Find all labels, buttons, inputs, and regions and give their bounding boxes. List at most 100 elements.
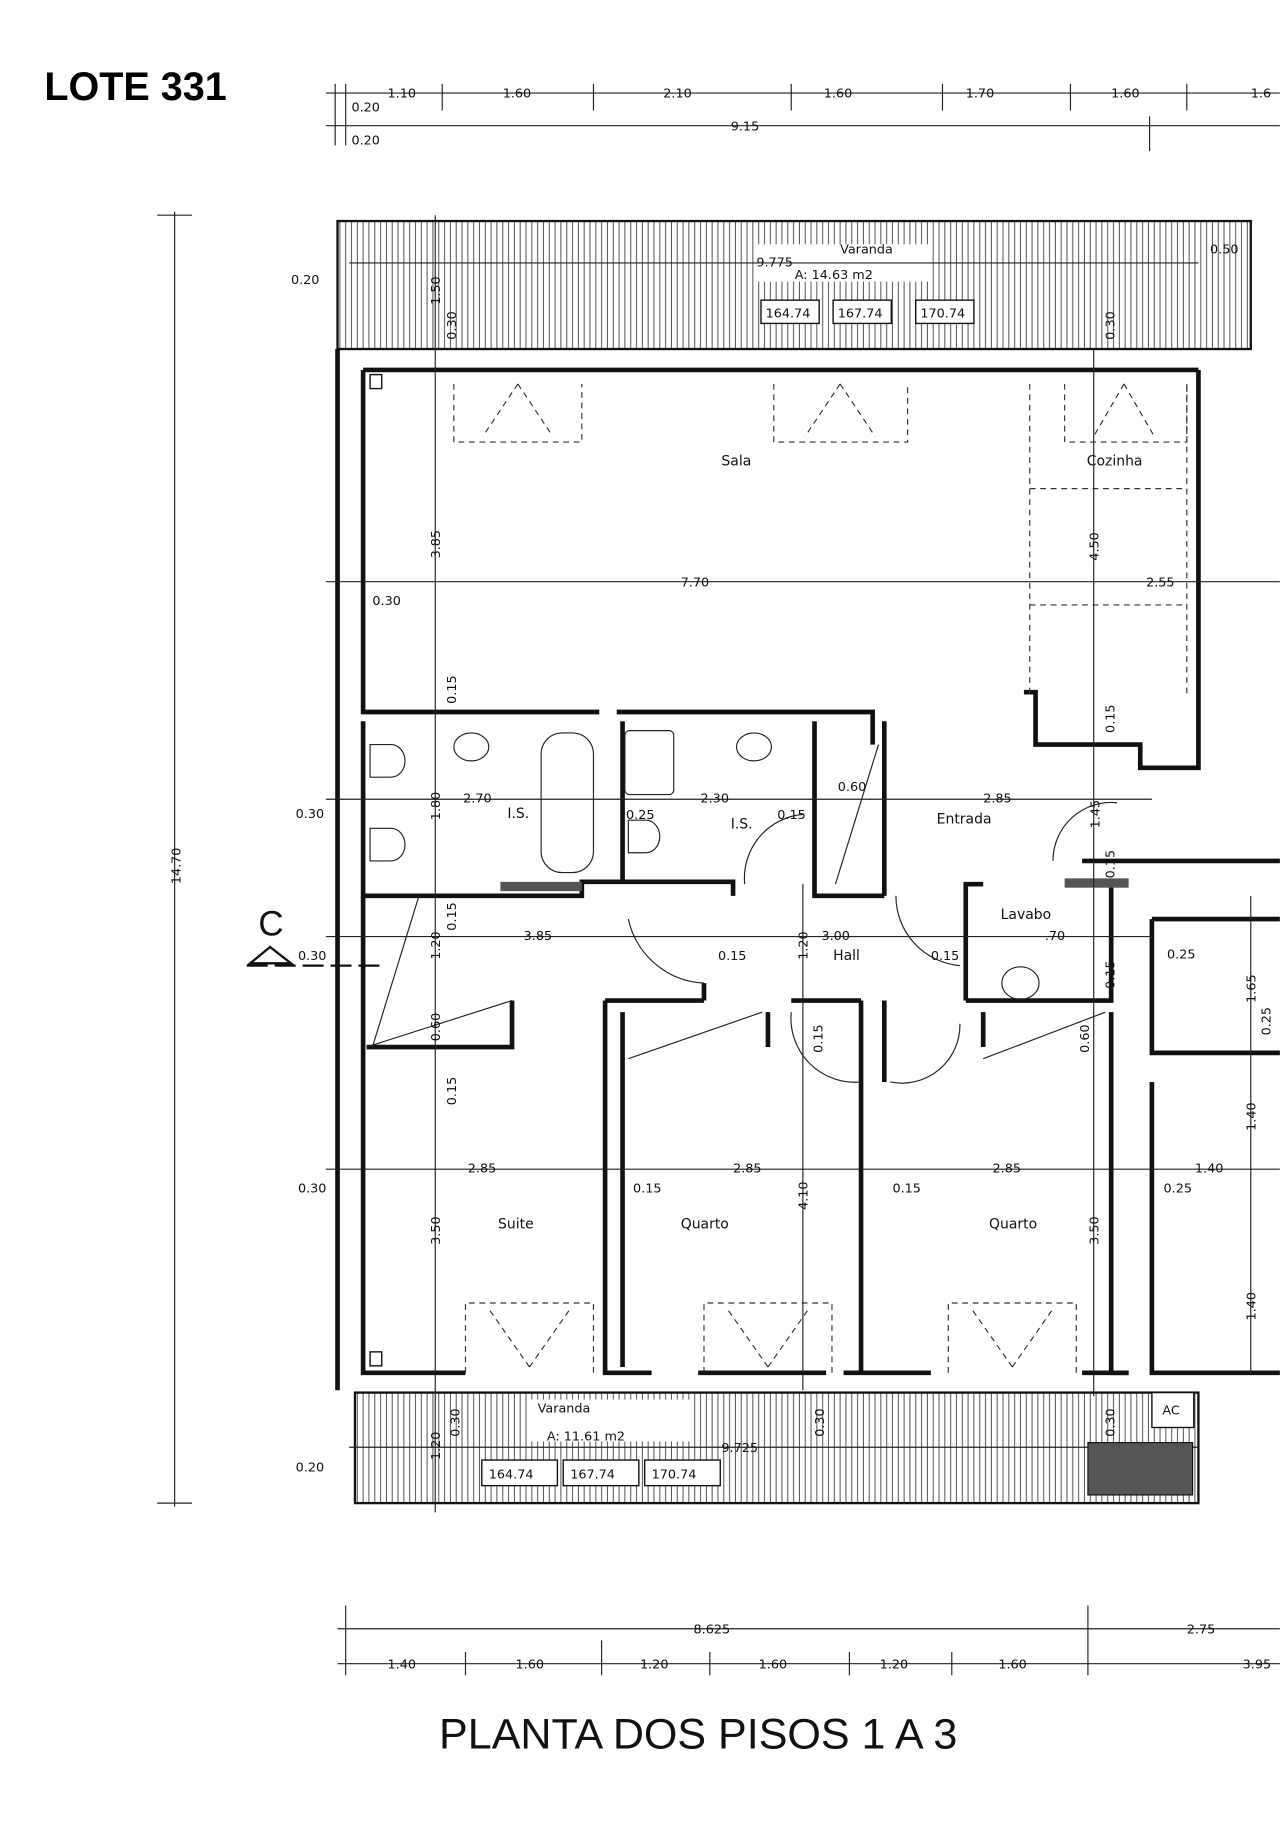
dim-label: 1.40 (1244, 1102, 1259, 1130)
room-quarto-2: Quarto (989, 1217, 1037, 1233)
dim-label: 0.60 (1078, 1024, 1093, 1052)
dim-label: 1.20 (880, 1657, 908, 1672)
dim-label: 2.85 (468, 1162, 496, 1177)
dim-label: 2.85 (993, 1162, 1021, 1177)
dim-label: 0.15 (1104, 704, 1119, 732)
dim-label: 1.20 (640, 1657, 668, 1672)
varanda-bottom: Varanda A: 11.61 m2 9.725 164.74 167.74 … (349, 1391, 1200, 1505)
dim-label: 3.50 (429, 1216, 444, 1244)
dim-label: Varanda (538, 1401, 591, 1416)
dim-label: 0.25 (1164, 1181, 1192, 1196)
dim-label: A: 11.61 m2 (547, 1429, 625, 1444)
dim-label: 0.60 (838, 780, 866, 795)
top-dimensions: 1.10 1.60 2.10 1.60 1.70 1.60 1.6 0.20 9… (325, 83, 1280, 152)
dim-label: 1.40 (388, 1657, 416, 1672)
dim-label: 1.65 (1244, 974, 1259, 1002)
dim-label: 0.30 (813, 1408, 828, 1436)
walls (335, 349, 1280, 1391)
dim-label: 0.60 (429, 1013, 444, 1041)
room-entrada: Entrada (937, 812, 992, 828)
dim-label: .70 (1045, 929, 1065, 944)
dim-label: 0.20 (351, 101, 379, 116)
dim-label: 170.74 (652, 1468, 697, 1483)
dim-label: 0.25 (1260, 1007, 1275, 1035)
room-labels: Sala Cozinha I.S. I.S. Entrada Hall Lava… (498, 453, 1142, 1232)
dim-label: 0.15 (777, 808, 805, 823)
dim-label: 1.40 (1195, 1162, 1223, 1177)
dim-label: 9.725 (721, 1441, 758, 1456)
bottom-dimensions: 8.625 2.75 1.40 1.60 1.20 1.60 1.20 1.60… (337, 1605, 1280, 1676)
dim-label: 0.15 (445, 1077, 460, 1105)
dim-label: 1.60 (516, 1657, 544, 1672)
dim-label: 0.30 (449, 1408, 464, 1436)
dim-label: 7.70 (681, 575, 709, 590)
dim-label: 1.70 (966, 87, 994, 102)
dim-label: 0.20 (351, 133, 379, 148)
dim-label: 167.74 (570, 1468, 615, 1483)
dim-label: 14.70 (169, 848, 184, 885)
dimension-labels: 0.20 1.50 0.30 0.30 0.50 7.70 2.55 0.30 … (291, 243, 1275, 1476)
room-sala: Sala (721, 453, 751, 469)
dim-label: 1.20 (429, 1432, 444, 1460)
dim-label: 0.30 (372, 594, 400, 609)
dim-label: 0.30 (296, 807, 324, 822)
dim-label: 1.50 (429, 276, 444, 304)
lot-title: LOTE 331 (44, 65, 226, 109)
dim-label: 1.20 (429, 931, 444, 959)
dim-label: 1.40 (1244, 1292, 1259, 1320)
dimension-lines (325, 215, 1280, 1513)
dim-label: 3.85 (524, 929, 552, 944)
dim-label: 170.74 (920, 307, 965, 322)
dim-label: 1.60 (1111, 87, 1139, 102)
dim-label: 2.10 (663, 87, 691, 102)
plan-caption: PLANTA DOS PISOS 1 A 3 (439, 1711, 957, 1759)
dim-label: 2.85 (733, 1162, 761, 1177)
dim-label: 0.15 (1104, 960, 1119, 988)
dim-label: 0.20 (291, 273, 319, 288)
dim-label: 4.10 (797, 1181, 812, 1209)
dim-label: 4.50 (1087, 532, 1102, 560)
height-dimension: 14.70 (157, 211, 193, 1507)
dim-label: 0.30 (445, 311, 460, 339)
room-hall: Hall (833, 948, 860, 964)
dim-label: 0.30 (298, 1181, 326, 1196)
dim-label: 0.15 (445, 675, 460, 703)
dim-label: 0.50 (1210, 243, 1238, 258)
dim-label: 9.15 (731, 119, 759, 134)
room-is-1: I.S. (507, 806, 529, 822)
dim-label: 164.74 (489, 1468, 534, 1483)
dim-label: AC (1162, 1404, 1180, 1419)
dim-label: 1.10 (388, 87, 416, 102)
dim-label: 2.30 (700, 792, 728, 807)
dim-label: 2.85 (983, 792, 1011, 807)
dim-label: 0.15 (633, 1181, 661, 1196)
room-is-2: I.S. (731, 816, 753, 832)
dim-label: 1.45 (1089, 800, 1104, 828)
dim-label: 0.15 (718, 949, 746, 964)
dim-label: 3.50 (1087, 1216, 1102, 1244)
dim-label: 0.15 (1104, 850, 1119, 878)
dim-label: 1.6 (1251, 87, 1271, 102)
dim-label: 0.15 (445, 902, 460, 930)
fixtures (366, 383, 1188, 1373)
dim-label: 0.20 (296, 1461, 324, 1476)
dim-label: 3.95 (1243, 1657, 1271, 1672)
dim-label: 3.85 (429, 530, 444, 558)
dim-label: 0.30 (1104, 311, 1119, 339)
room-cozinha: Cozinha (1087, 453, 1143, 469)
room-lavabo: Lavabo (1001, 907, 1052, 923)
dim-label: 2.55 (1146, 575, 1174, 590)
dim-label: 8.625 (694, 1622, 731, 1637)
dim-label: 164.74 (766, 307, 811, 322)
dim-label: 1.60 (824, 87, 852, 102)
dim-label: Varanda (840, 243, 893, 258)
dim-label: 1.80 (429, 792, 444, 820)
room-quarto-1: Quarto (681, 1217, 729, 1233)
room-suite: Suite (498, 1217, 534, 1233)
dim-label: 0.25 (1167, 948, 1195, 963)
dim-label: 2.70 (463, 792, 491, 807)
varanda-top: Varanda 9.775 A: 14.63 m2 164.74 167.74 … (336, 219, 1252, 351)
dim-label: 2.75 (1187, 1622, 1215, 1637)
dim-label: A: 14.63 m2 (795, 268, 873, 283)
